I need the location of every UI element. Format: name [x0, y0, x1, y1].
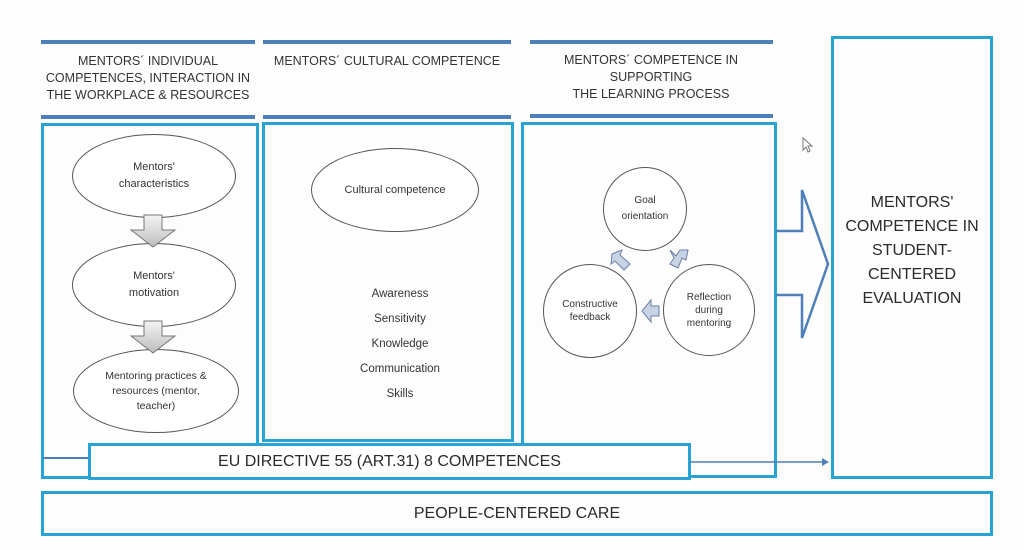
node-constructive-feedback: Constructive feedback — [543, 264, 637, 358]
column-2-heading: MENTORS´ CULTURAL COMPETENCE — [263, 53, 511, 70]
node-line: Mentors' — [133, 270, 175, 282]
node-line: feedback — [569, 312, 611, 323]
big-right-arrow-icon — [776, 189, 830, 339]
node-line: characteristics — [118, 178, 190, 190]
node-label: Cultural competence — [344, 183, 446, 196]
list-item-awareness: Awareness — [371, 288, 429, 300]
directive-arrow-icon — [690, 458, 829, 466]
node-line: Constructive — [562, 299, 618, 310]
heading-line: THE WORKPLACE & RESOURCES — [46, 88, 250, 102]
list-item-sensitivity: Sensitivity — [374, 313, 426, 325]
column-3-bottom-bar — [530, 114, 773, 118]
column-2-top-bar — [263, 40, 511, 44]
node-line: resources (mentor, — [112, 384, 200, 397]
node-reflection-during-mentoring: Reflection during mentoring — [663, 264, 755, 356]
column-1-heading: MENTORS´ INDIVIDUAL COMPETENCES, INTERAC… — [41, 53, 255, 104]
heading-line: MENTORS´ INDIVIDUAL — [77, 54, 219, 68]
heading-line: MENTORS´ COMPETENCE IN SUPPORTING — [563, 53, 739, 84]
directive-label: EU DIRECTIVE 55 (ART.31) 8 COMPETENCES — [218, 452, 561, 470]
heading-line: MENTORS´ CULTURAL COMPETENCE — [273, 54, 501, 68]
node-mentors-motivation: Mentors' motivation — [72, 243, 236, 327]
node-line: teacher) — [136, 399, 176, 412]
column-1-bottom-bar — [41, 115, 255, 119]
node-mentors-characteristics: Mentors' characteristics — [72, 134, 236, 218]
node-line: Reflection — [686, 291, 732, 303]
column-2-box — [262, 122, 514, 442]
cycle-arrow-icon — [641, 298, 660, 324]
down-arrow-icon — [129, 320, 177, 354]
node-line: during — [695, 304, 723, 316]
cycle-arrow-icon — [669, 249, 689, 269]
node-goal-orientation: Goal orientation — [603, 167, 687, 251]
node-line: mentoring — [686, 317, 732, 329]
node-line: Mentoring practices & — [105, 369, 207, 382]
heading-line: THE LEARNING PROCESS — [572, 87, 730, 101]
column-2-bottom-bar — [263, 115, 511, 119]
outcome-line: COMPETENCE IN — [845, 217, 979, 235]
node-line: orientation — [621, 211, 669, 222]
mouse-cursor-icon — [802, 136, 814, 153]
footer-box: PEOPLE-CENTERED CARE — [41, 491, 993, 536]
heading-line: COMPETENCES, INTERACTION IN — [45, 71, 251, 85]
outcome-line: MENTORS' — [870, 193, 954, 211]
directive-box: EU DIRECTIVE 55 (ART.31) 8 COMPETENCES — [88, 443, 691, 480]
outcome-box: MENTORS' COMPETENCE IN STUDENT- CENTERED… — [831, 36, 993, 479]
node-line: Goal — [634, 195, 656, 206]
cultural-competence-list: Awareness Sensitivity Knowledge Communic… — [300, 288, 500, 418]
list-item-skills: Skills — [386, 388, 414, 400]
down-arrow-icon — [129, 214, 177, 248]
cycle-arrow-icon — [610, 249, 631, 271]
footer-label: PEOPLE-CENTERED CARE — [413, 504, 621, 522]
outcome-line: STUDENT- — [872, 241, 952, 259]
column-3-heading: MENTORS´ COMPETENCE IN SUPPORTING THE LE… — [522, 52, 780, 103]
column-1-top-bar — [41, 40, 255, 44]
outcome-line: CENTERED — [867, 265, 956, 283]
column-3-top-bar — [530, 40, 773, 44]
node-line: Mentors' — [133, 161, 175, 173]
list-item-knowledge: Knowledge — [371, 338, 429, 350]
node-line: motivation — [128, 287, 180, 299]
node-cultural-competence: Cultural competence — [311, 148, 479, 232]
outcome-line: EVALUATION — [862, 289, 962, 307]
outcome-label: MENTORS' COMPETENCE IN STUDENT- CENTERED… — [845, 191, 978, 311]
node-mentoring-practices: Mentoring practices & resources (mentor,… — [73, 349, 239, 433]
column-1-connector-line — [43, 457, 89, 459]
list-item-communication: Communication — [360, 363, 440, 375]
